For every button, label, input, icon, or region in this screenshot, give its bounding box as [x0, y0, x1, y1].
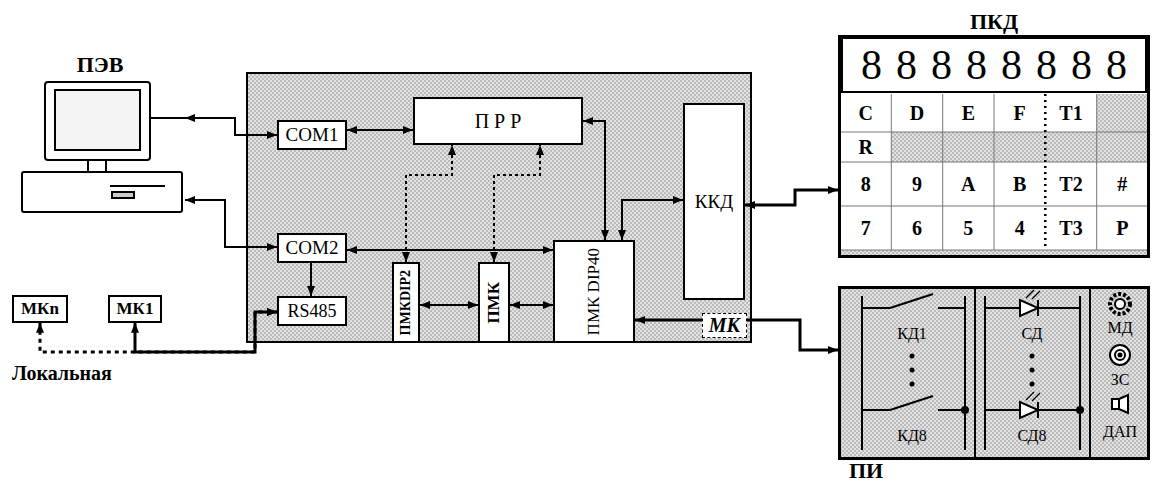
connector-arrow [185, 200, 277, 247]
key-label: D [910, 102, 924, 125]
connector-arrow [185, 118, 277, 135]
node-label: ПИ [849, 458, 883, 483]
port-box: COM2 [277, 233, 347, 263]
remote-controller: МК1 [108, 295, 162, 323]
node-label: МК [702, 313, 747, 338]
connector-arrow [583, 121, 605, 240]
node-label: ККД [695, 191, 733, 213]
key-label: T3 [1059, 217, 1082, 240]
key-label: T1 [1059, 102, 1082, 125]
connector-arrow [745, 190, 838, 205]
indicator-panel [838, 286, 1150, 460]
node-label: МК1 [117, 299, 154, 319]
connector-arrow [347, 129, 413, 131]
keypad-panel [838, 35, 1150, 258]
key-label: 5 [963, 217, 973, 240]
key-label: B [1013, 173, 1026, 196]
port-box: RS485 [277, 296, 347, 326]
module-box: ПМК [478, 262, 510, 343]
network-label: Локальная [12, 362, 112, 385]
module-box: ПМКDIP2 [392, 262, 420, 343]
node-label: МКn [21, 299, 59, 319]
device-label: КД8 [897, 427, 927, 445]
node-label: COM2 [286, 237, 339, 259]
computer-node: ПЭВ [15, 52, 185, 222]
device-label: КД1 [897, 325, 927, 343]
connector-arrow [510, 304, 553, 306]
computer-icon [22, 82, 185, 212]
key-label: 7 [861, 217, 871, 240]
key-label: # [1117, 173, 1127, 196]
key-label: 6 [912, 217, 922, 240]
node-label: RS485 [287, 301, 336, 322]
key-label: 4 [1015, 217, 1025, 240]
device-label: ЗС [1111, 371, 1130, 389]
board-ground [246, 72, 752, 343]
remote-controller: МКn [12, 295, 68, 323]
controller-box: ККД [683, 103, 745, 300]
connector-arrow [310, 263, 312, 296]
connector-arrow [347, 249, 553, 251]
device-label: СД8 [1018, 427, 1047, 445]
keypad-display-panel: ПКД88888888 [838, 35, 1150, 258]
key-label: A [961, 173, 975, 196]
process-box: П Р Р [413, 97, 583, 145]
node-label: ПМК DIP40 [584, 248, 604, 335]
node-label: 88888888 [847, 41, 1141, 89]
node-label: ПМК [484, 282, 504, 324]
key-label: P [1116, 217, 1128, 240]
node-label: ПМКDIP2 [398, 270, 414, 335]
key-label: 8 [861, 173, 871, 196]
key-label: E [962, 102, 975, 125]
port-box: COM1 [277, 120, 347, 150]
node-label: ПЭВ [15, 52, 185, 77]
key-label: C [858, 102, 872, 125]
key-label: F [1014, 102, 1026, 125]
connector-arrow [420, 304, 478, 306]
device-label: ДАП [1103, 423, 1137, 441]
key-label: T2 [1059, 173, 1082, 196]
key-label: 9 [912, 173, 922, 196]
connector-arrow [494, 145, 540, 262]
node-label: ПКД [841, 9, 1147, 34]
controller-board: МК COM1 П Р Р ККД COM2RS485 ПМКDIP2 ПМК ПМК DIP… [246, 72, 752, 343]
device-label: МД [1107, 319, 1132, 337]
connector-arrow [406, 145, 452, 262]
key-label: R [858, 136, 872, 159]
node-label: COM1 [286, 124, 339, 146]
node-label: П Р Р [475, 110, 522, 133]
connector-arrow [622, 200, 683, 240]
module-box: ПМК DIP40 [553, 240, 635, 343]
display-box: 88888888 [841, 37, 1147, 93]
device-label: СД [1022, 325, 1043, 343]
